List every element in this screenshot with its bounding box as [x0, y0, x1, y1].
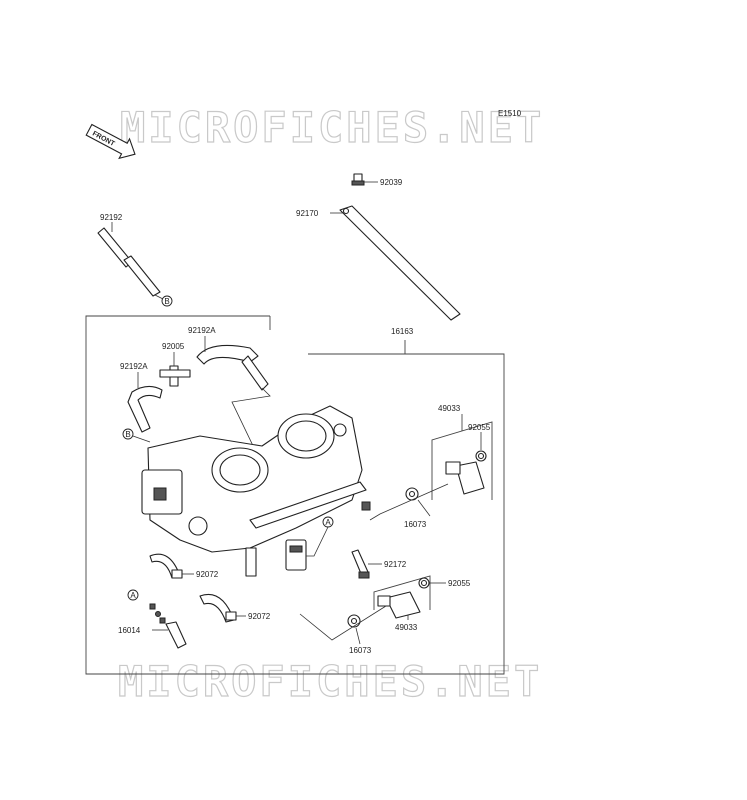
label-16014: 16014	[118, 626, 141, 635]
label-92192a-left: 92192A	[120, 362, 148, 371]
svg-text:B: B	[164, 297, 169, 306]
svg-text:A: A	[325, 518, 331, 527]
label-92055-bottom: 92055	[448, 579, 471, 588]
clamp-92072-lower-icon	[199, 593, 246, 623]
label-92172: 92172	[384, 560, 407, 569]
label-16073-top: 16073	[404, 520, 427, 529]
label-92005: 92005	[162, 342, 185, 351]
watermark-bottom: MICROFICHES.NET	[118, 657, 542, 706]
label-92192a-top: 92192A	[188, 326, 216, 335]
strap-92170-icon	[330, 205, 461, 321]
hose-92192a-top-icon	[196, 336, 269, 391]
label-49033-bottom: 49033	[395, 623, 418, 632]
injector-top-group	[369, 414, 493, 521]
label-92072-lower: 92072	[248, 612, 271, 621]
label-16163: 16163	[391, 327, 414, 336]
callout-a-middle: A	[306, 516, 334, 557]
assembly-frame	[85, 315, 505, 675]
label-92072-upper: 92072	[196, 570, 219, 579]
callout-b-left: B	[122, 428, 151, 443]
label-49033-top: 49033	[438, 404, 461, 413]
callout-b-top: B	[154, 294, 173, 307]
label-16073-bottom: 16073	[349, 646, 372, 655]
hose-92192a-left-icon	[127, 372, 163, 433]
label-92192: 92192	[100, 213, 123, 222]
clamp-92072-upper-icon	[149, 553, 194, 579]
throttle-body-icon	[141, 405, 371, 577]
bolt-92172-icon	[351, 549, 382, 579]
bolt-92039-icon	[351, 173, 378, 186]
svg-text:A: A	[130, 591, 136, 600]
label-92039: 92039	[380, 178, 403, 187]
label-92170: 92170	[296, 209, 319, 218]
callout-a-bottom: A	[127, 589, 139, 601]
injector-bottom-group	[299, 575, 446, 645]
diagram-code: E1510	[498, 109, 522, 118]
svg-text:B: B	[125, 430, 130, 439]
hose-92192-icon	[97, 222, 161, 297]
screw-16014-icon	[149, 603, 187, 649]
watermark-top: MICROFICHES.NET	[120, 103, 544, 152]
fitting-92005-icon	[159, 352, 191, 387]
label-92055-top: 92055	[468, 423, 491, 432]
